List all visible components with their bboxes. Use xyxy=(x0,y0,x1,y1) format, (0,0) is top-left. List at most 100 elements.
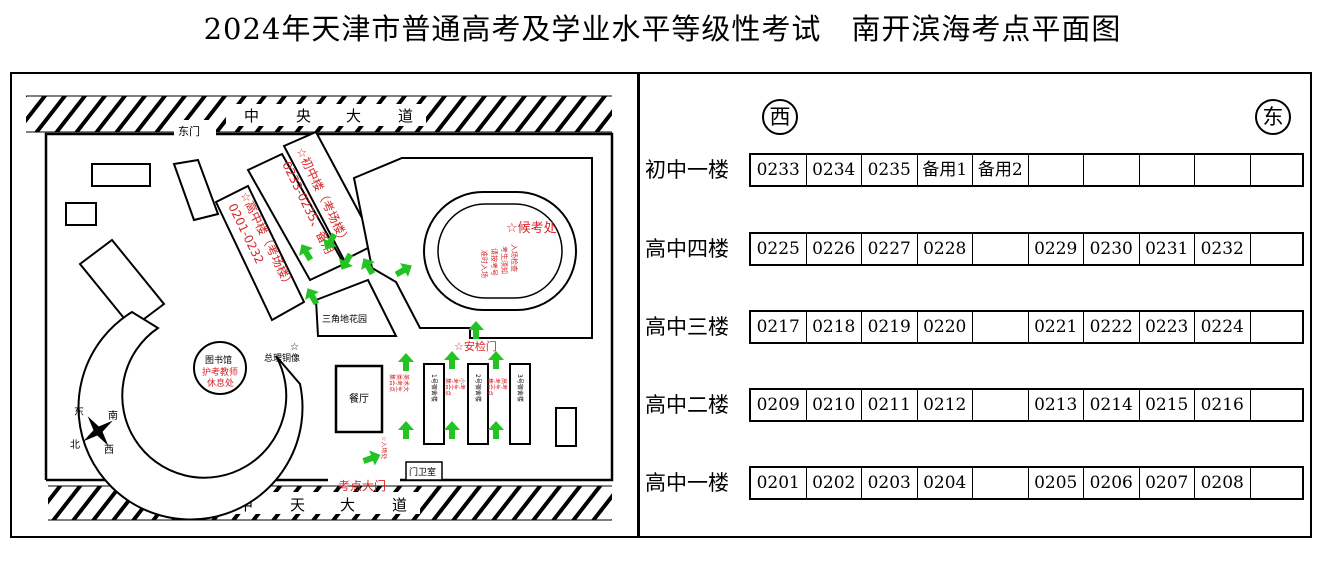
principal-statue-label: 总理铜像 xyxy=(264,352,300,364)
triangle-garden xyxy=(314,278,398,337)
road-bottom-char-3: 大 xyxy=(340,496,355,514)
compass-south: 南 xyxy=(108,409,118,422)
canteen-label: 餐厅 xyxy=(349,392,369,405)
dorm-1 xyxy=(423,363,445,445)
room-cell xyxy=(973,312,1029,342)
room-cell: 0215 xyxy=(1140,390,1195,420)
row-label: 高中二楼 xyxy=(645,393,729,417)
room-cell: 0218 xyxy=(807,312,862,342)
triangle-garden-label: 三角地花园 xyxy=(322,313,367,325)
road-top-char-1: 中 xyxy=(244,107,259,125)
room-cell: 0226 xyxy=(807,234,862,264)
room-cell: 0206 xyxy=(1084,468,1140,498)
road-bottom-char-2: 天 xyxy=(290,496,305,514)
room-cell xyxy=(1140,155,1195,185)
room-cell xyxy=(1251,312,1307,342)
map-frame xyxy=(10,72,1312,538)
compass-east: 东 xyxy=(74,405,84,418)
room-cell xyxy=(1251,155,1307,185)
room-cell: 0224 xyxy=(1195,312,1251,342)
room-cell: 0209 xyxy=(751,390,807,420)
road-top-char-2: 央 xyxy=(296,107,311,125)
room-cell: 0211 xyxy=(862,390,918,420)
room-cell: 0219 xyxy=(862,312,918,342)
room-cell: 0223 xyxy=(1140,312,1195,342)
assembly-2-c: 集合点 xyxy=(444,378,452,396)
room-cell: 0231 xyxy=(1140,234,1195,264)
campus-map: 中 央 大 道 中 天 大 道 东门 ☆高中楼（考场楼） 0201-0232 ☆… xyxy=(26,95,614,521)
room-cell: 0221 xyxy=(1029,312,1084,342)
dorm-3-label: 3号宿舍楼 xyxy=(516,374,524,402)
assembly-3-b: 考生 xyxy=(493,378,501,390)
room-cell xyxy=(1084,155,1140,185)
room-cell xyxy=(973,468,1029,498)
assembly-1-b: 类考生 xyxy=(395,374,403,392)
row-label: 初中一楼 xyxy=(645,158,729,182)
room-cell xyxy=(1251,390,1307,420)
room-cell: 0202 xyxy=(807,468,862,498)
row-label: 高中一楼 xyxy=(645,471,729,495)
room-cell: 0203 xyxy=(862,468,918,498)
room-cell: 0217 xyxy=(751,312,807,342)
waiting-note-2: 考生须知 xyxy=(500,246,509,274)
panel-divider xyxy=(637,72,640,538)
road-top-char-3: 大 xyxy=(346,107,361,125)
room-cell: 0204 xyxy=(918,468,973,498)
waiting-note-3: 请按考号 xyxy=(490,248,499,276)
room-cell: 0230 xyxy=(1084,234,1140,264)
room-cell: 0225 xyxy=(751,234,807,264)
assembly-1-c: 集合点 xyxy=(388,374,396,392)
room-cell: 备用2 xyxy=(973,155,1029,185)
dorm-3 xyxy=(509,363,531,445)
waiting-note-1: 入场检查 xyxy=(510,244,519,272)
dorm-1-label: 1号宿舍楼 xyxy=(430,374,438,402)
compass-west: 西 xyxy=(104,445,114,456)
exam-main-gate-label: 考点大门 xyxy=(338,478,386,493)
assembly-3-c: 集合点 xyxy=(486,378,494,396)
east-gate-label: 东门 xyxy=(178,124,200,138)
road-top-char-4: 道 xyxy=(398,107,413,125)
room-cell: 0234 xyxy=(807,155,862,185)
room-cell: 0212 xyxy=(918,390,973,420)
room-cell: 0216 xyxy=(1195,390,1251,420)
assembly-2-b: 考生 xyxy=(451,378,459,390)
room-cell: 0227 xyxy=(862,234,918,264)
library-label: 图书馆 xyxy=(205,354,232,366)
canteen xyxy=(334,364,384,434)
room-cell: 0207 xyxy=(1140,468,1195,498)
library-crescent xyxy=(77,310,304,521)
room-cell xyxy=(1029,155,1084,185)
row-label: 高中三楼 xyxy=(645,315,729,339)
assembly-2-a: 小考 xyxy=(458,378,466,390)
room-cell: 0214 xyxy=(1084,390,1140,420)
library-note-2: 休息处 xyxy=(207,377,234,389)
west-direction-icon: 西 xyxy=(762,99,798,135)
room-cell xyxy=(1251,468,1307,498)
room-cell: 0233 xyxy=(751,155,807,185)
dorm-2 xyxy=(467,363,489,445)
waiting-area-label: ☆候考处 xyxy=(506,221,557,236)
room-cell: 0222 xyxy=(1084,312,1140,342)
row-label: 高中四楼 xyxy=(645,237,729,261)
east-direction-icon: 东 xyxy=(1255,99,1291,135)
room-cell xyxy=(973,234,1029,264)
room-cell: 0205 xyxy=(1029,468,1084,498)
statue-star-icon: ☆ xyxy=(290,342,299,353)
guard-room-label: 门卫室 xyxy=(409,466,436,478)
security-gate-label: ☆安检门 xyxy=(454,339,497,353)
room-cell xyxy=(973,390,1029,420)
room-cell: 0232 xyxy=(1195,234,1251,264)
page-title: 2024年天津市普通高考及学业水平等级性考试 南开滨海考点平面图 xyxy=(203,12,1122,46)
road-bottom-char-4: 道 xyxy=(392,496,407,514)
room-cell xyxy=(1251,234,1307,264)
compass-icon xyxy=(83,416,113,446)
senior-building xyxy=(214,184,306,322)
library-note-1: 护考教师 xyxy=(202,366,238,378)
room-cell xyxy=(1195,155,1251,185)
room-cell: 备用1 xyxy=(918,155,973,185)
dorm-2-label: 2号宿舍楼 xyxy=(474,374,482,402)
